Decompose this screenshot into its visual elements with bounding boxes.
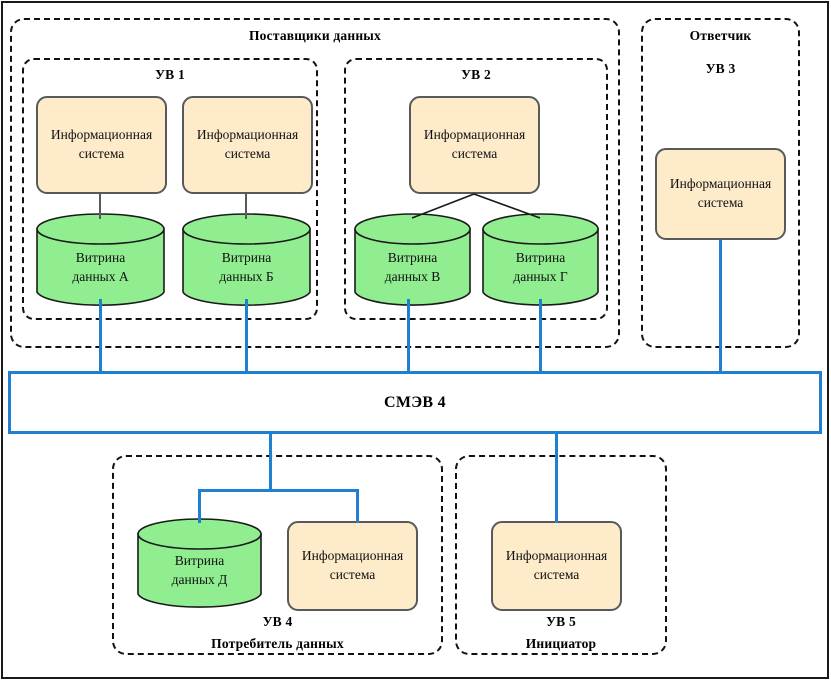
group-title-uv3: УВ 3 bbox=[705, 61, 736, 76]
connector-mart-g-to-smev4 bbox=[539, 299, 542, 373]
group-uv4 bbox=[112, 455, 443, 655]
smev4-label: СМЭВ 4 bbox=[384, 393, 446, 411]
data-mart-b[interactable]: Витрина данных Б bbox=[182, 213, 311, 308]
information-system-uv5[interactable]: Информационная система bbox=[491, 521, 622, 611]
information-system-uv5-label: Информационная система bbox=[505, 548, 608, 582]
group-title-uv5-role: Инициатор bbox=[525, 636, 597, 651]
connector-uv4-branch-bar bbox=[198, 489, 359, 492]
connector-mart-a-to-smev4 bbox=[99, 299, 102, 373]
group-title-uv2: УВ 2 bbox=[461, 67, 491, 82]
information-system-uv1-a[interactable]: Информационная система bbox=[36, 96, 167, 194]
data-mart-g[interactable]: Витрина данных Г bbox=[482, 213, 599, 308]
group-title-data-suppliers: Поставщики данных bbox=[248, 28, 381, 43]
group-title-respondent: Ответчик bbox=[689, 28, 752, 43]
group-title-uv1: УВ 1 bbox=[155, 67, 185, 82]
connector-is-uv1b-to-mart-b bbox=[245, 194, 247, 219]
cylinder-shape-icon bbox=[182, 213, 311, 306]
group-uv1 bbox=[22, 58, 318, 320]
group-title-uv5: УВ 5 bbox=[546, 614, 576, 629]
data-mart-v[interactable]: Витрина данных В bbox=[354, 213, 471, 308]
information-system-uv1-b[interactable]: Информационная система bbox=[182, 96, 313, 194]
group-title-uv4: УВ 4 bbox=[262, 614, 293, 629]
information-system-uv1-a-label: Информационная система bbox=[50, 127, 153, 161]
information-system-uv4[interactable]: Информационная система bbox=[287, 521, 418, 611]
data-mart-d[interactable]: Витрина данных Д bbox=[137, 518, 262, 610]
connector-smev4-to-uv5 bbox=[555, 432, 558, 523]
connector-uv4-branch-to-mart-d bbox=[198, 489, 201, 523]
connector-mart-v-to-smev4 bbox=[407, 299, 410, 373]
information-system-uv2-label: Информационная система bbox=[423, 127, 526, 161]
connector-is-uv3-to-smev4 bbox=[719, 240, 722, 373]
cylinder-shape-icon bbox=[354, 213, 471, 306]
cylinder-shape-icon bbox=[137, 518, 262, 608]
group-data-suppliers bbox=[10, 18, 620, 348]
connector-uv4-branch-to-is bbox=[356, 489, 359, 523]
connector-is-uv1a-to-mart-a bbox=[99, 194, 101, 219]
cylinder-shape-icon bbox=[36, 213, 165, 306]
information-system-uv4-label: Информационная система bbox=[301, 548, 404, 582]
information-system-uv2[interactable]: Информационная система bbox=[409, 96, 540, 194]
connector-mart-b-to-smev4 bbox=[245, 299, 248, 373]
connector-smev4-to-uv4 bbox=[269, 432, 272, 492]
group-title-uv4-role: Потребитель данных bbox=[211, 636, 344, 651]
information-system-uv3[interactable]: Информационная система bbox=[655, 148, 786, 240]
data-mart-a[interactable]: Витрина данных А bbox=[36, 213, 165, 308]
group-uv2 bbox=[344, 58, 608, 320]
group-uv5 bbox=[455, 455, 667, 655]
smev4-hub-bar[interactable]: СМЭВ 4 bbox=[8, 371, 822, 434]
cylinder-shape-icon bbox=[482, 213, 599, 306]
information-system-uv1-b-label: Информационная система bbox=[196, 127, 299, 161]
information-system-uv3-label: Информационная система bbox=[669, 176, 772, 210]
